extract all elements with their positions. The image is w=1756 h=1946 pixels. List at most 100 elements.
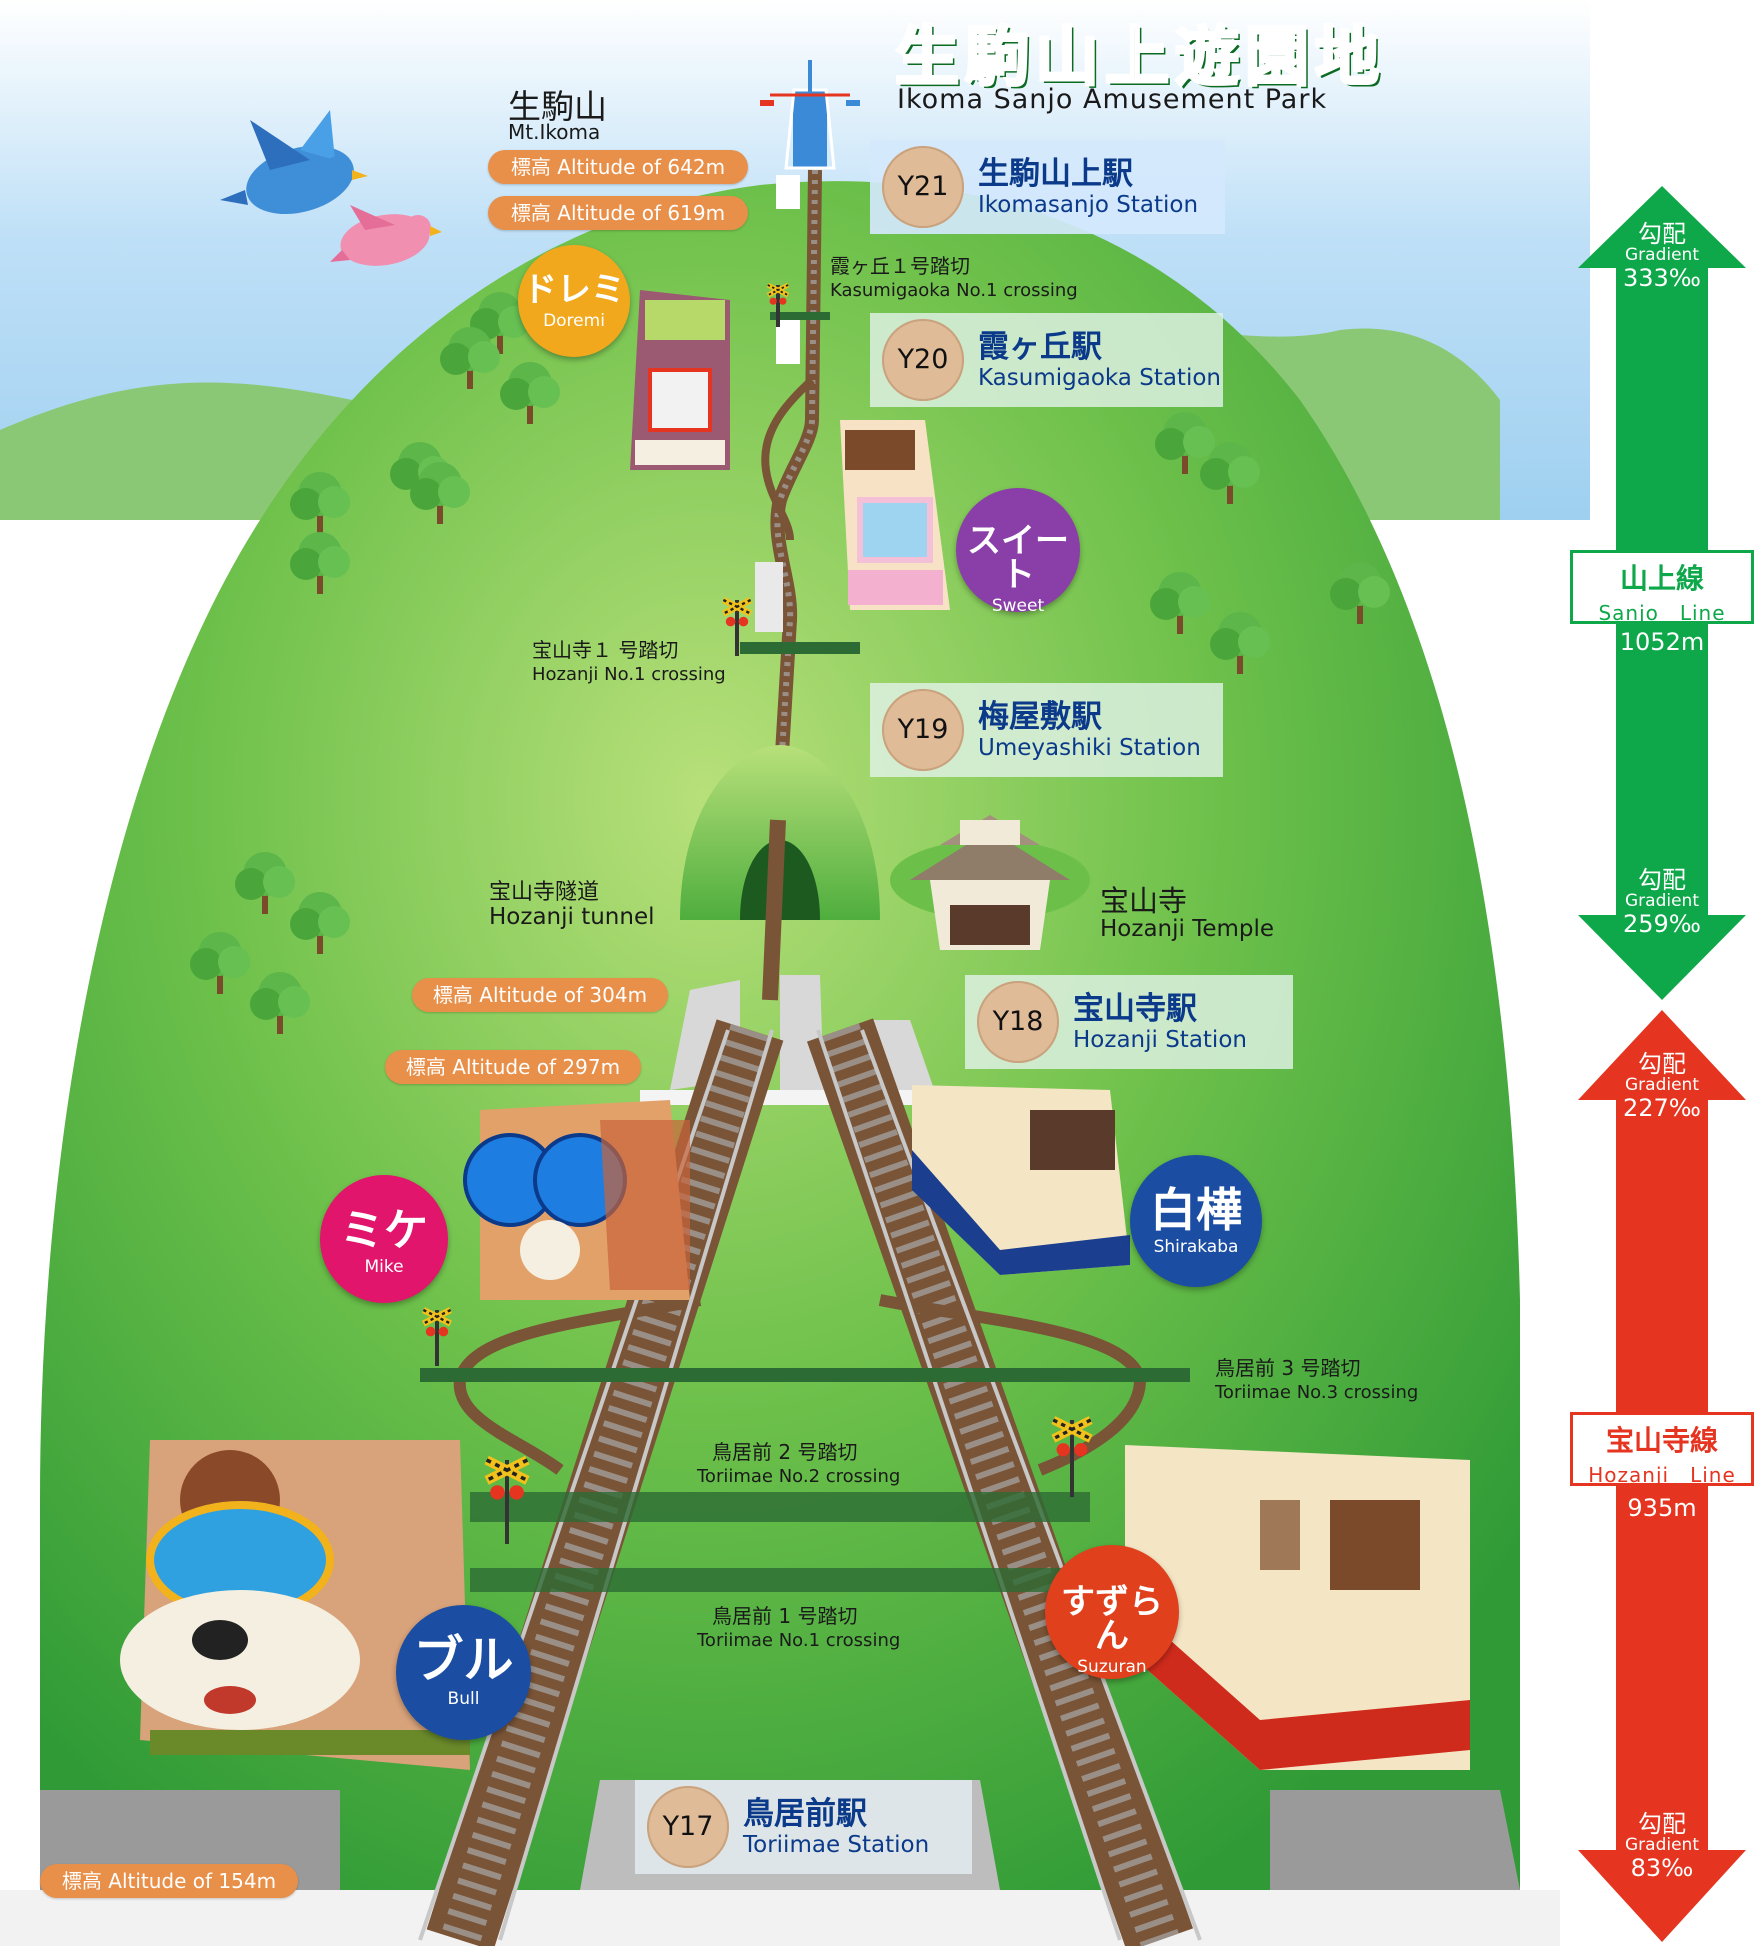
station-code: Y19 bbox=[882, 689, 964, 771]
tree-icon bbox=[1330, 562, 1390, 624]
tree-icon bbox=[1200, 442, 1260, 504]
summit-tower-icon bbox=[760, 60, 860, 170]
gradient-label-en: Gradient bbox=[1625, 245, 1699, 266]
gradient-value: 83‰ bbox=[1630, 1854, 1694, 1883]
crossing-toriimae2-en: Toriimae No.2 crossing bbox=[697, 1466, 901, 1487]
station-name-jp: 生駒山上駅 bbox=[978, 156, 1133, 192]
tunnel-name-jp: 宝山寺隧道 bbox=[489, 880, 600, 905]
suzuran-car bbox=[1125, 1445, 1470, 1770]
station-name-en: Toriimae Station bbox=[743, 1832, 930, 1858]
park-title: 生駒山上遊園地 bbox=[894, 20, 1385, 97]
ground bbox=[0, 1890, 1560, 1946]
badge-shirakaba-en: Shirakaba bbox=[1153, 1237, 1239, 1257]
station-code: Y18 bbox=[977, 981, 1059, 1063]
badge-bull-jp: ブル bbox=[413, 1631, 514, 1689]
gradient-label-jp: 勾配 bbox=[1638, 1810, 1686, 1838]
tree-icon bbox=[190, 932, 250, 994]
park-title-en: Ikoma Sanjo Amusement Park bbox=[897, 84, 1328, 115]
railroad-crossing-sign-icon bbox=[1051, 1416, 1093, 1497]
badge-mike-jp: ミケ bbox=[340, 1205, 428, 1256]
tree-icon bbox=[500, 362, 560, 424]
sweet-car bbox=[840, 420, 950, 610]
tree-icon bbox=[250, 972, 310, 1034]
gradient-value: 259‰ bbox=[1622, 910, 1701, 939]
railroad-crossing-sign-icon bbox=[484, 1455, 530, 1544]
crossing-hozanji1-jp: 宝山寺１ 号踏切 bbox=[532, 638, 679, 662]
station-hozanji: Y18 宝山寺駅 Hozanji Station bbox=[965, 975, 1293, 1069]
gradient-label-jp: 勾配 bbox=[1638, 1050, 1686, 1078]
station-code: Y17 bbox=[647, 1786, 729, 1868]
temple-name-jp: 宝山寺 bbox=[1100, 884, 1188, 918]
bull-car bbox=[120, 1440, 470, 1770]
badge-mike-en: Mike bbox=[364, 1257, 404, 1277]
badge-suzuran: すずらん Suzuran bbox=[1045, 1545, 1179, 1679]
tree-icon bbox=[410, 462, 470, 524]
badge-shirakaba-jp: 白樺 bbox=[1150, 1183, 1242, 1237]
blue-bird-icon bbox=[220, 110, 368, 215]
railroad-crossing-sign-icon bbox=[766, 282, 790, 327]
altitude-hozanji-upper: 標高 Altitude of 304m bbox=[412, 978, 668, 1012]
station-code: Y20 bbox=[882, 319, 964, 401]
crossing-toriimae1-jp: 鳥居前 1 号踏切 bbox=[712, 1604, 858, 1628]
trees bbox=[190, 292, 1390, 1034]
badge-sweet: スイート Sweet bbox=[956, 488, 1080, 616]
station-toriimae: Y17 鳥居前駅 Toriimae Station bbox=[635, 1780, 972, 1874]
badge-sweet-en: Sweet bbox=[991, 596, 1045, 616]
tree-icon bbox=[1150, 572, 1210, 634]
gradient-label-jp: 勾配 bbox=[1638, 220, 1686, 248]
gradient-label-jp: 勾配 bbox=[1638, 866, 1686, 894]
station-name-jp: 鳥居前駅 bbox=[743, 1796, 867, 1832]
badge-doremi-jp: ドレミ bbox=[523, 270, 625, 310]
station-name-en: Hozanji Station bbox=[1073, 1027, 1247, 1053]
crossing-hozanji1-en: Hozanji No.1 crossing bbox=[532, 664, 726, 685]
shirakaba-car bbox=[912, 1085, 1130, 1275]
badge-bull: ブル Bull bbox=[396, 1605, 531, 1740]
badge-suzuran-jp: すずらん bbox=[1061, 1582, 1163, 1656]
station-kasumigaoka: Y20 霞ヶ丘駅 Kasumigaoka Station bbox=[870, 313, 1223, 407]
altitude-toriimae: 標高 Altitude of 154m bbox=[40, 1864, 298, 1898]
sanjo-line-length: 1052m bbox=[1619, 628, 1705, 656]
line-name-en: Hozanji Line bbox=[1588, 1463, 1736, 1487]
badge-sweet-jp: スイート bbox=[967, 521, 1069, 595]
crossing-kasumigaoka1-en: Kasumigaoka No.1 crossing bbox=[830, 280, 1078, 301]
hozanji-line-length: 935m bbox=[1627, 1494, 1697, 1522]
tree-icon bbox=[1155, 412, 1215, 474]
hozanji-gradient-min: 勾配 Gradient 83‰ bbox=[1592, 1810, 1732, 1883]
mike-car bbox=[463, 1100, 690, 1300]
tree-icon bbox=[235, 852, 295, 914]
gradient-value: 227‰ bbox=[1622, 1094, 1701, 1123]
tree-icon bbox=[290, 892, 350, 954]
line-name-en: Sanjo Line bbox=[1598, 601, 1726, 625]
crossing-toriimae3-jp: 鳥居前 3 号踏切 bbox=[1215, 1356, 1361, 1380]
crossing-kasumigaoka1-jp: 霞ヶ丘１号踏切 bbox=[830, 254, 970, 278]
station-name-en: Ikomasanjo Station bbox=[978, 192, 1199, 218]
doremi-car bbox=[630, 290, 730, 470]
badge-suzuran-en: Suzuran bbox=[1077, 1657, 1147, 1677]
line-name-jp: 宝山寺線 bbox=[1605, 1424, 1718, 1457]
crossing-toriimae3-en: Toriimae No.3 crossing bbox=[1215, 1382, 1419, 1403]
pink-bird-icon bbox=[330, 205, 442, 266]
crossing-toriimae1-en: Toriimae No.1 crossing bbox=[697, 1630, 901, 1651]
sanjo-line-box: 山上線 Sanjo Line bbox=[1570, 550, 1754, 625]
mountain-name-jp: 生駒山 bbox=[508, 87, 607, 126]
altitude-summit: 標高 Altitude of 642m bbox=[488, 150, 748, 184]
gradient-label-en: Gradient bbox=[1625, 891, 1699, 912]
line-name-jp: 山上線 bbox=[1619, 562, 1704, 595]
tree-icon bbox=[470, 292, 530, 354]
hozanji-line-box: 宝山寺線 Hozanji Line bbox=[1570, 1412, 1754, 1487]
badge-mike: ミケ Mike bbox=[320, 1175, 448, 1303]
station-umeyashiki: Y19 梅屋敷駅 Umeyashiki Station bbox=[870, 683, 1223, 777]
hozanji-gradient-max: 勾配 Gradient 227‰ bbox=[1592, 1050, 1732, 1123]
tree-icon bbox=[440, 327, 500, 389]
gradient-label-en: Gradient bbox=[1625, 1835, 1699, 1856]
hozanji-temple-icon bbox=[890, 815, 1090, 950]
mountain-name-en: Mt.Ikoma bbox=[508, 120, 601, 144]
tree-icon bbox=[290, 532, 350, 594]
station-name-jp: 梅屋敷駅 bbox=[978, 699, 1102, 735]
station-name-en: Umeyashiki Station bbox=[978, 735, 1201, 761]
altitude-upper-station: 標高 Altitude of 619m bbox=[488, 196, 748, 230]
sanjo-gradient-min: 勾配 Gradient 259‰ bbox=[1592, 866, 1732, 939]
crossing-toriimae2-jp: 鳥居前 2 号踏切 bbox=[712, 1440, 858, 1464]
railroad-crossing-sign-icon bbox=[421, 1307, 453, 1366]
